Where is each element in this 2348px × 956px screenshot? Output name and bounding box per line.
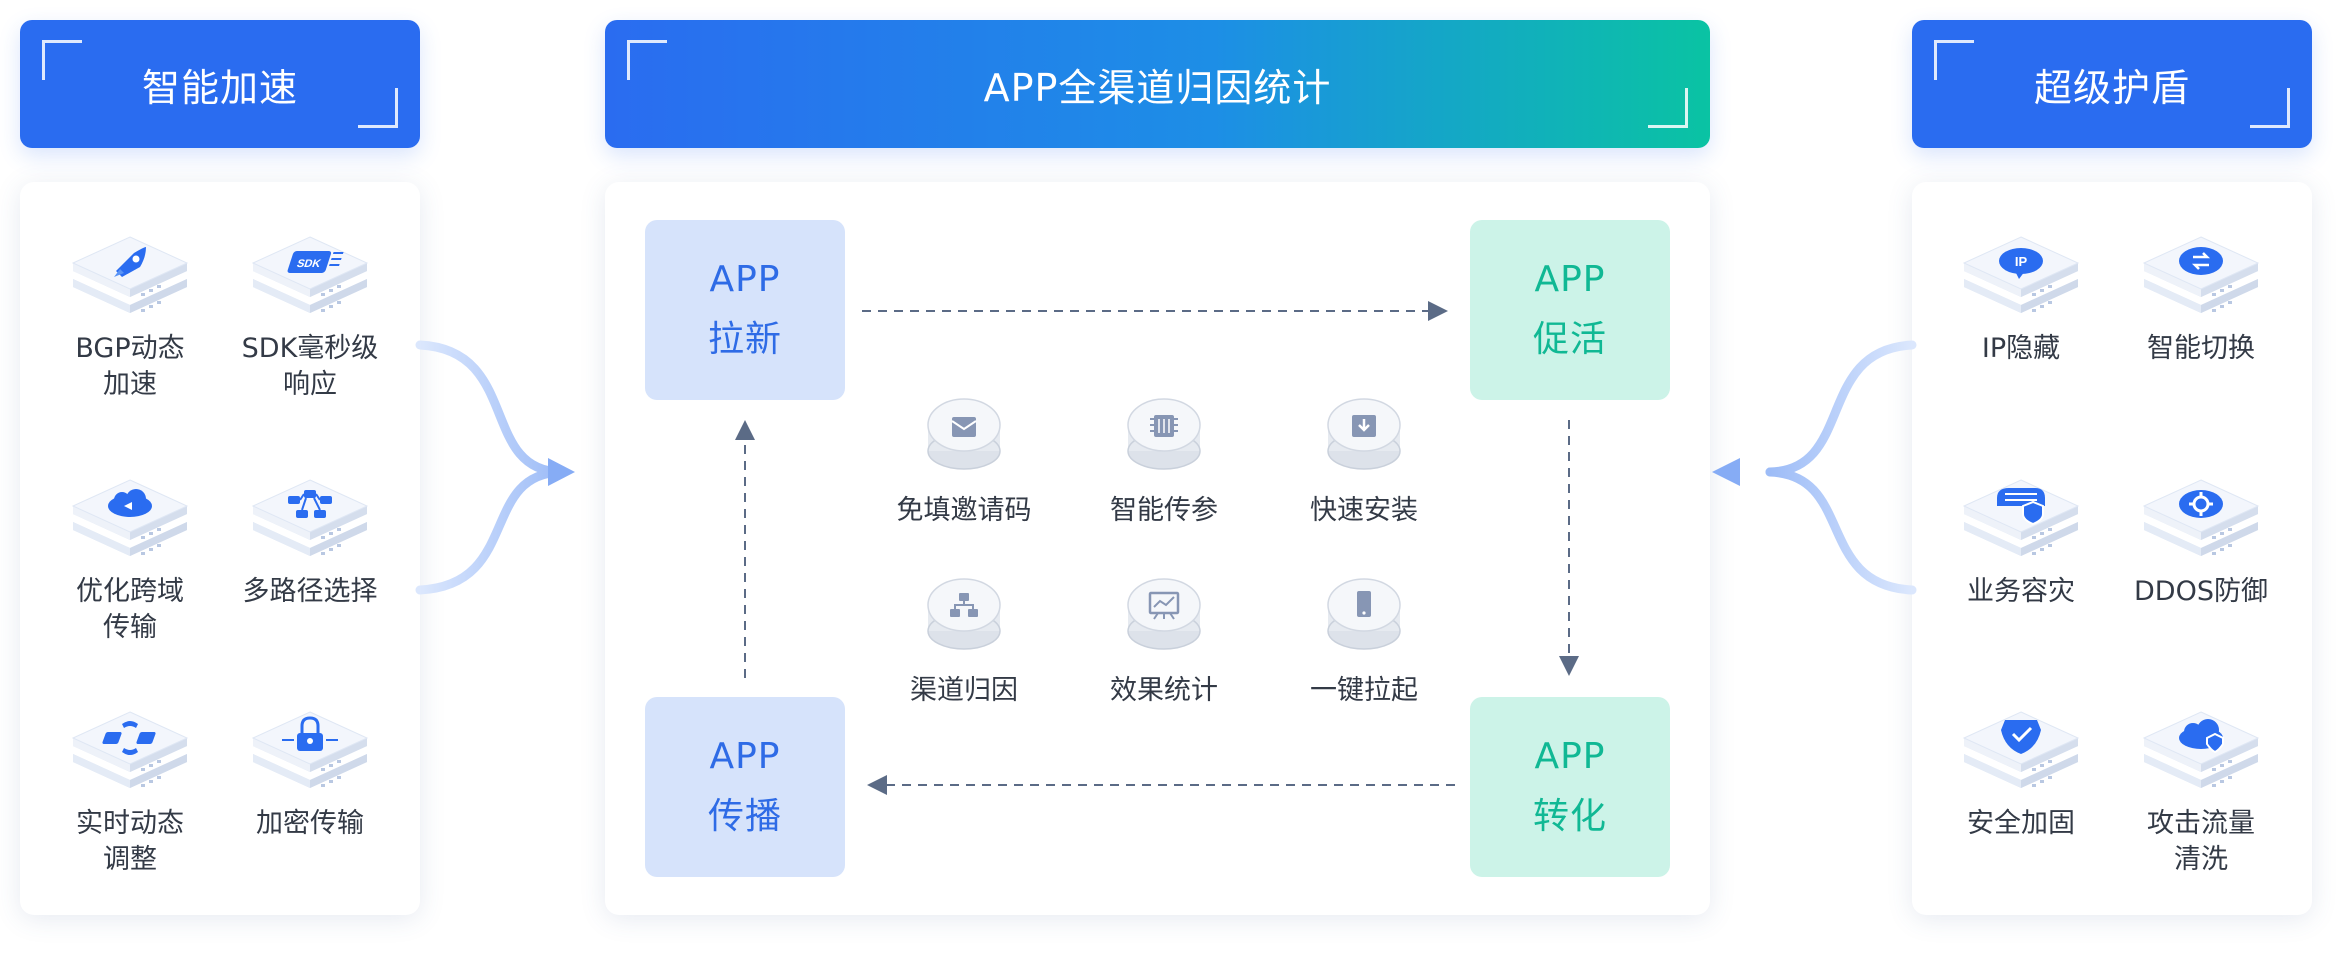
rocket-icon	[72, 236, 188, 314]
stage-app-spread: APP 传播	[645, 697, 845, 877]
stage-line2: 促活	[1532, 319, 1607, 360]
switch-icon	[2143, 236, 2259, 314]
feature-label: 多路径选择	[242, 576, 378, 607]
stage-line2: 转化	[1532, 796, 1607, 837]
feature-label: 免填邀请码	[896, 495, 1032, 526]
lock-icon	[252, 711, 368, 789]
stage-line1: APP	[1534, 736, 1606, 777]
feature-realtime: 实时动态 调整	[40, 700, 220, 878]
download-box-icon	[1327, 398, 1401, 470]
header-title: 智能加速	[141, 65, 298, 110]
cloud-clean-icon	[2143, 711, 2259, 789]
ip-hide-icon: IP	[1963, 236, 2079, 314]
feature-label: 智能传参	[1110, 495, 1218, 526]
svg-text:IP: IP	[2015, 254, 2028, 269]
envelope-icon	[927, 398, 1001, 470]
stage-line2: 传播	[707, 796, 782, 837]
feature-label: 优化跨域 传输	[76, 576, 184, 643]
center-feature-quick-install: 快速安装	[1264, 395, 1464, 529]
feature-smart-switch: 智能切换	[2111, 225, 2291, 367]
stage-app-convert: APP 转化	[1470, 697, 1670, 877]
center-feature-effect-stats: 效果统计	[1064, 575, 1264, 709]
feature-cross-domain: 优化跨域 传输	[40, 468, 220, 646]
stage-line1: APP	[1534, 259, 1606, 300]
shield-check-icon	[1963, 711, 2079, 789]
corner-decoration	[627, 40, 667, 80]
corner-decoration	[1934, 40, 1974, 80]
panel-acceleration	[20, 182, 420, 915]
sync-icon	[72, 711, 188, 789]
header-smart-acceleration: 智能加速	[20, 20, 420, 148]
center-feature-invite-code: 免填邀请码	[864, 395, 1064, 529]
feature-label: IP隐藏	[1981, 333, 2061, 364]
left-merge-arrow	[415, 340, 575, 595]
stage-app-activate: APP 促活	[1470, 220, 1670, 400]
feature-label: 实时动态 调整	[76, 808, 184, 875]
feature-label: 安全加固	[1967, 808, 2075, 839]
feature-traffic-scrubbing: 攻击流量 清洗	[2111, 700, 2291, 878]
header-title: 超级护盾	[2033, 65, 2190, 110]
right-merge-arrow	[1712, 340, 1917, 595]
feature-security-hardening: 安全加固	[1931, 700, 2111, 842]
corner-decoration	[42, 40, 82, 80]
panel-shield	[1912, 182, 2312, 915]
sdk-icon: SDK	[252, 236, 368, 314]
header-super-shield: 超级护盾	[1912, 20, 2312, 148]
feature-label: SDK毫秒级 响应	[241, 333, 379, 400]
center-feature-one-click-launch: 一键拉起	[1264, 575, 1464, 709]
feature-label: BGP动态 加速	[75, 333, 185, 400]
feature-label: 效果统计	[1110, 675, 1218, 706]
feature-disaster-recovery: 业务容灾	[1931, 468, 2111, 610]
disaster-recovery-icon	[1963, 479, 2079, 557]
feature-ddos: DDOS防御	[2111, 468, 2291, 610]
feature-bgp: BGP动态 加速	[40, 225, 220, 403]
feature-sdk: SDK SDK毫秒级 响应	[220, 225, 400, 403]
feature-label: 快速安装	[1310, 495, 1418, 526]
feature-encryption: 加密传输	[220, 700, 400, 842]
feature-label: DDOS防御	[2134, 576, 2268, 607]
feature-label: 加密传输	[256, 808, 364, 839]
stage-line2: 拉新	[707, 319, 782, 360]
feature-label: 业务容灾	[1967, 576, 2075, 607]
gear-shield-icon	[2143, 479, 2259, 557]
stage-app-new: APP 拉新	[645, 220, 845, 400]
network-icon	[252, 479, 368, 557]
feature-multipath: 多路径选择	[220, 468, 400, 610]
corner-decoration	[358, 88, 398, 128]
feature-ip-hide: IP IP隐藏	[1931, 225, 2111, 367]
chip-icon	[1127, 398, 1201, 470]
stage-line1: APP	[709, 736, 781, 777]
feature-label: 一键拉起	[1310, 675, 1418, 706]
corner-decoration	[1648, 88, 1688, 128]
svg-text:SDK: SDK	[295, 258, 323, 270]
corner-decoration	[2250, 88, 2290, 128]
cloud-transfer-icon	[72, 479, 188, 557]
feature-label: 攻击流量 清洗	[2147, 808, 2255, 875]
feature-label: 智能切换	[2147, 333, 2255, 364]
header-title: APP全渠道归因统计	[983, 65, 1332, 110]
center-feature-smart-params: 智能传参	[1064, 395, 1264, 529]
feature-label: 渠道归因	[910, 675, 1018, 706]
header-attribution: APP全渠道归因统计	[605, 20, 1710, 148]
chart-board-icon	[1127, 578, 1201, 650]
center-feature-channel-attribution: 渠道归因	[864, 575, 1064, 709]
stage-line1: APP	[709, 259, 781, 300]
hierarchy-icon	[927, 578, 1001, 650]
phone-icon	[1327, 578, 1401, 650]
